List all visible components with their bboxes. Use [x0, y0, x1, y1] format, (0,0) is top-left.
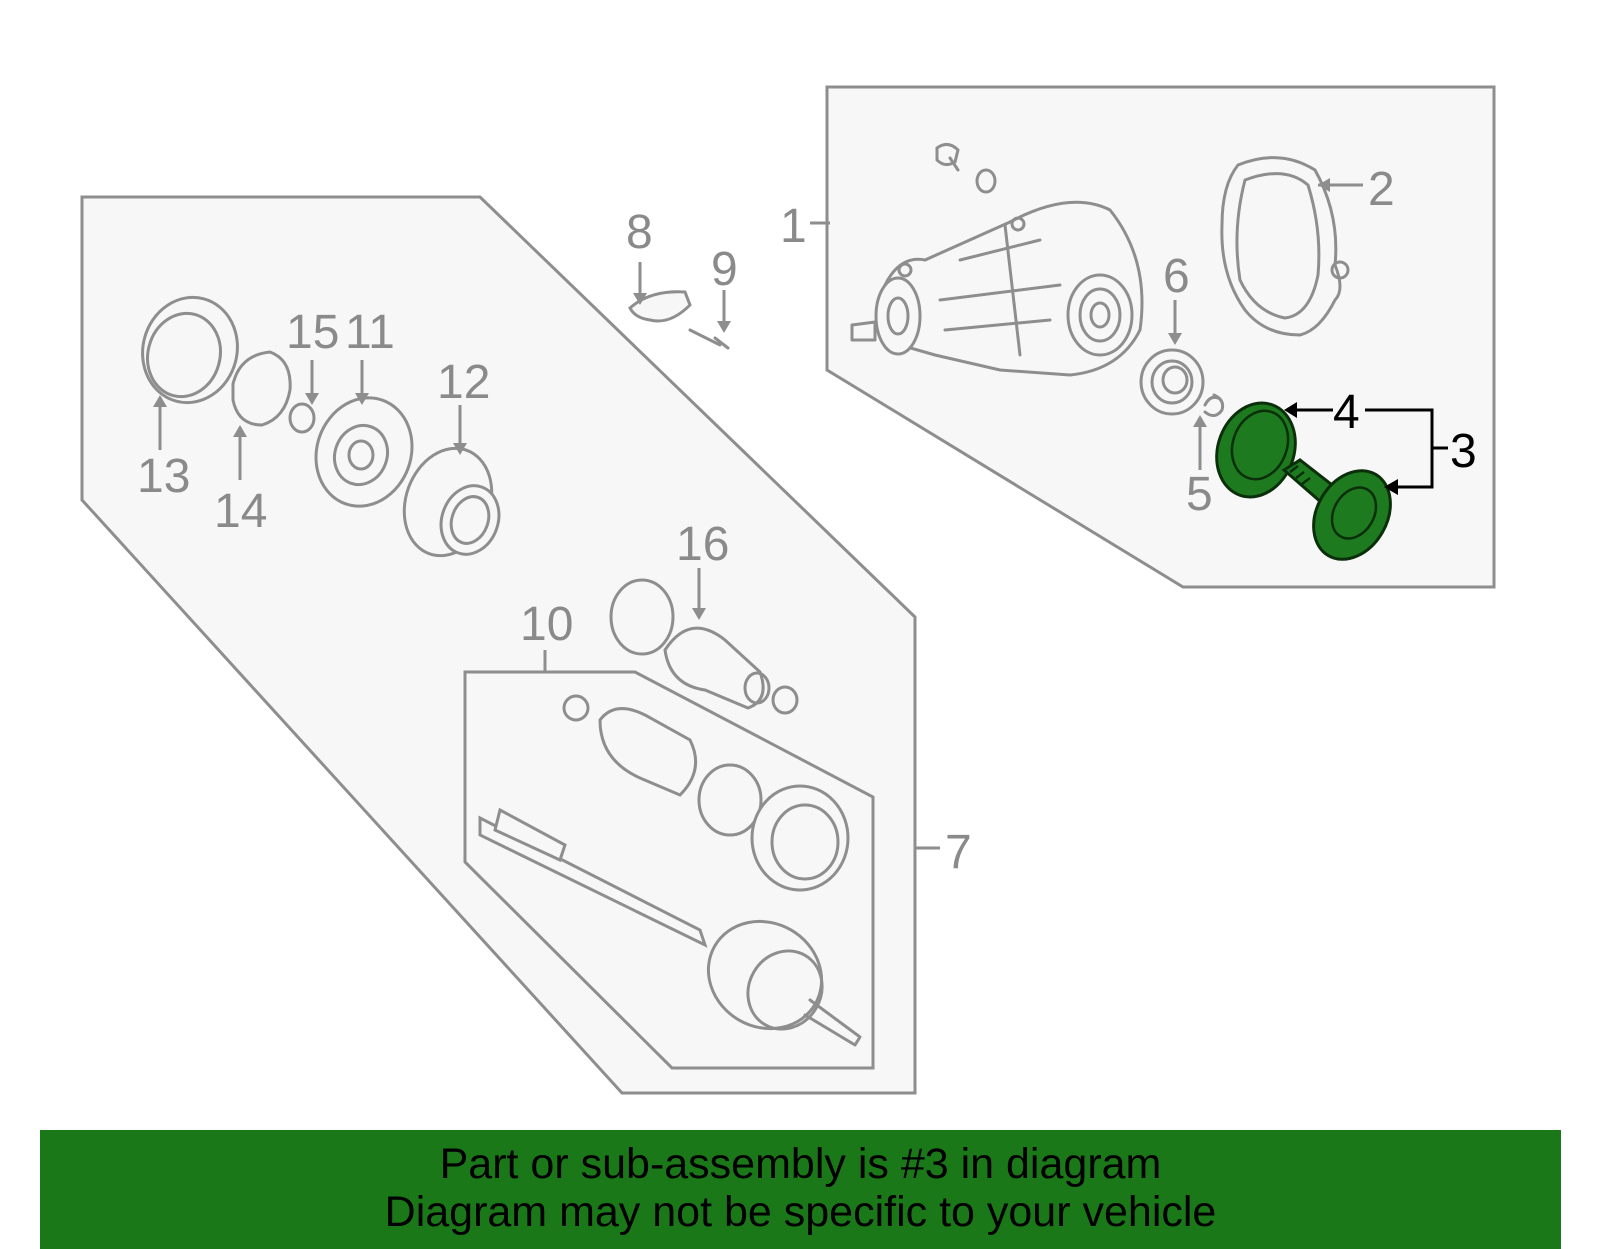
label-13: 13 [137, 450, 190, 503]
differential-carrier-icon [850, 200, 1144, 377]
drive-shaft-icon [478, 807, 862, 1047]
highlighted-bearing-icon [1215, 401, 1297, 499]
cv-joint-icon [314, 396, 414, 508]
highlighted-side-gear-shaft-icon [1281, 458, 1392, 561]
arrowheads [153, 178, 1330, 620]
label-3: 3 [1450, 425, 1477, 478]
bolt-icon [935, 143, 997, 194]
gasket-icon [231, 350, 292, 427]
label-8: 8 [626, 206, 653, 259]
label-11: 11 [345, 306, 395, 359]
outer-cap-icon [141, 295, 239, 405]
outer-boot-icon [562, 694, 850, 892]
label-15: 15 [286, 306, 339, 359]
label-5: 5 [1186, 468, 1213, 521]
clamp-icon [628, 290, 692, 323]
banner-line-2: Diagram may not be specific to your vehi… [384, 1188, 1217, 1236]
banner-line-1: Part or sub-assembly is #3 in diagram [439, 1140, 1162, 1188]
clip-icon [288, 402, 316, 434]
label-6: 6 [1163, 250, 1190, 303]
label-2: 2 [1368, 163, 1395, 216]
bracket-3 [1365, 408, 1448, 489]
label-10: 10 [520, 598, 573, 651]
oil-seal-icon [1139, 348, 1205, 416]
highlight-arrowheads [1284, 402, 1398, 495]
label-14: 14 [214, 485, 267, 538]
label-7: 7 [945, 826, 972, 879]
label-4: 4 [1333, 386, 1360, 439]
label-1: 1 [780, 200, 807, 253]
snap-ring-icon [1203, 393, 1225, 417]
bolt-9-icon [688, 328, 730, 350]
label-12: 12 [437, 356, 490, 409]
label-9: 9 [711, 243, 738, 296]
outer-race-icon [402, 446, 501, 558]
label-16: 16 [676, 518, 729, 571]
inner-boot-icon [609, 578, 799, 715]
info-banner: Part or sub-assembly is #3 in diagram Di… [40, 1130, 1561, 1249]
differential-cover-icon [1220, 156, 1350, 337]
